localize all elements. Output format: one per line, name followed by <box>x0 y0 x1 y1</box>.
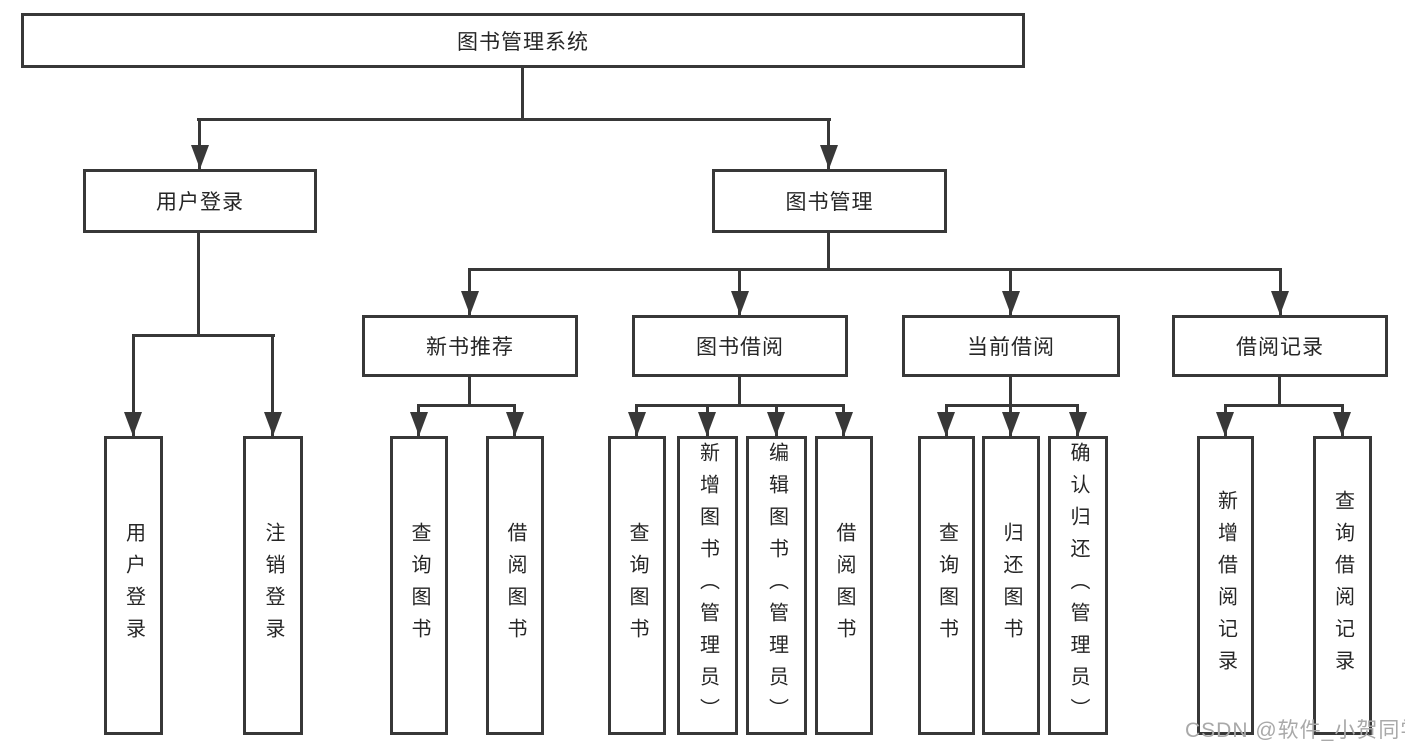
arrowhead-down <box>1216 412 1234 436</box>
arrowhead-down <box>461 291 479 315</box>
node-label: 图书管理系统 <box>457 30 589 54</box>
node-label: 归还图书 <box>1000 521 1022 650</box>
connector-line <box>738 377 741 406</box>
arrowhead-down <box>1069 412 1087 436</box>
node-label: 图书管理 <box>785 191 874 214</box>
arrowhead-down <box>731 291 749 315</box>
connector-line <box>635 404 844 407</box>
arrowhead-down <box>506 412 524 436</box>
node-borrowing-records: 借阅记录 <box>1172 315 1388 377</box>
node-add-book-admin: 新增图书（管理员） <box>677 436 738 735</box>
node-label: 查询图书 <box>408 521 430 650</box>
csdn-watermark: CSDN @软件_小贺同学 <box>1185 719 1405 742</box>
node-label: 查询借阅记录 <box>1331 489 1354 682</box>
connector-line <box>197 118 831 121</box>
arrowhead-down <box>1333 412 1351 436</box>
node-label: 当前借阅 <box>967 336 1055 359</box>
connector-line <box>521 68 524 120</box>
connector-line <box>945 404 1079 407</box>
node-new-book-recommendation: 新书推荐 <box>362 315 578 377</box>
arrowhead-down <box>820 145 838 169</box>
node-borrow-books-recommend: 借阅图书 <box>486 436 544 735</box>
node-user-login-group: 用户登录 <box>83 169 317 233</box>
arrowhead-down <box>191 145 209 169</box>
node-label: 新增借阅记录 <box>1214 489 1237 682</box>
node-label: 确认归还（管理员） <box>1067 441 1089 730</box>
node-label: 编辑图书（管理员） <box>765 441 788 730</box>
node-user-login: 用户登录 <box>104 436 163 735</box>
node-label: 新增图书（管理员） <box>696 441 719 730</box>
node-borrow-books: 借阅图书 <box>815 436 873 735</box>
node-confirm-return-admin: 确认归还（管理员） <box>1048 436 1108 735</box>
connector-line <box>197 233 200 336</box>
node-label: 借阅图书 <box>833 521 855 650</box>
node-edit-book-admin: 编辑图书（管理员） <box>746 436 807 735</box>
connector-line <box>271 334 274 436</box>
connector-line <box>132 334 275 337</box>
node-query-books-current: 查询图书 <box>918 436 975 735</box>
node-label: 注销登录 <box>262 521 284 650</box>
arrowhead-down <box>835 412 853 436</box>
node-query-books-recommend: 查询图书 <box>390 436 448 735</box>
node-book-borrowing: 图书借阅 <box>632 315 848 377</box>
connector-line <box>468 377 471 406</box>
node-query-books-borrowing: 查询图书 <box>608 436 666 735</box>
node-label: 借阅记录 <box>1236 336 1324 359</box>
node-label: 新书推荐 <box>426 336 514 359</box>
arrowhead-down <box>698 412 716 436</box>
arrowhead-down <box>264 412 282 436</box>
arrowhead-down <box>937 412 955 436</box>
arrowhead-down <box>767 412 785 436</box>
connector-line <box>417 404 516 407</box>
connector-line <box>827 233 830 271</box>
arrowhead-down <box>628 412 646 436</box>
node-library-management-system: 图书管理系统 <box>21 13 1025 68</box>
connector-line <box>198 118 201 169</box>
node-label: 用户登录 <box>122 521 145 650</box>
node-label: 借阅图书 <box>504 521 526 650</box>
connector-line <box>827 118 830 169</box>
arrowhead-down <box>124 412 142 436</box>
node-add-borrow-record: 新增借阅记录 <box>1197 436 1254 735</box>
connector-line <box>1224 404 1343 407</box>
node-query-borrow-record: 查询借阅记录 <box>1313 436 1372 735</box>
arrowhead-down <box>1002 412 1020 436</box>
connector-line <box>1009 377 1012 406</box>
connector-line <box>132 334 135 436</box>
node-current-borrowing: 当前借阅 <box>902 315 1120 377</box>
node-logout: 注销登录 <box>243 436 303 735</box>
node-return-books: 归还图书 <box>982 436 1040 735</box>
connector-line <box>1278 377 1281 406</box>
node-label: 查询图书 <box>626 521 648 650</box>
arrowhead-down <box>410 412 428 436</box>
node-label: 查询图书 <box>935 521 958 650</box>
node-book-management: 图书管理 <box>712 169 947 233</box>
connector-line <box>469 268 1282 271</box>
node-label: 用户登录 <box>156 191 244 214</box>
node-label: 图书借阅 <box>696 336 784 359</box>
arrowhead-down <box>1002 291 1020 315</box>
arrowhead-down <box>1271 291 1289 315</box>
